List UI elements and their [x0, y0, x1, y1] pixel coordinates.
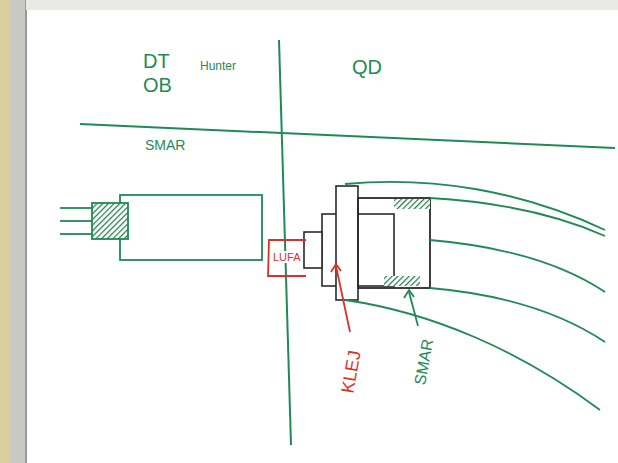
board-top [26, 0, 618, 10]
region-label: QD [352, 56, 382, 78]
region-label: DT [143, 50, 170, 72]
arrowhead [404, 290, 414, 298]
callout-label: KLEJ [339, 349, 366, 395]
thread [394, 199, 430, 209]
board-frame [0, 0, 26, 463]
hose [345, 182, 605, 410]
fitting [304, 186, 394, 300]
left-part [60, 195, 262, 260]
region-label: LUFA [272, 251, 302, 263]
board-edge [0, 0, 10, 463]
region-label: SMAR [145, 138, 185, 153]
board-frame-edge [25, 0, 27, 463]
region-label: OB [143, 74, 172, 96]
arrowhead [331, 264, 341, 272]
thread [384, 276, 420, 286]
gap-bracket [268, 240, 306, 276]
leader-line [336, 266, 350, 332]
divider-line [279, 40, 291, 445]
callout-label: SMAR [411, 338, 436, 387]
region-label: Hunter [200, 60, 236, 73]
